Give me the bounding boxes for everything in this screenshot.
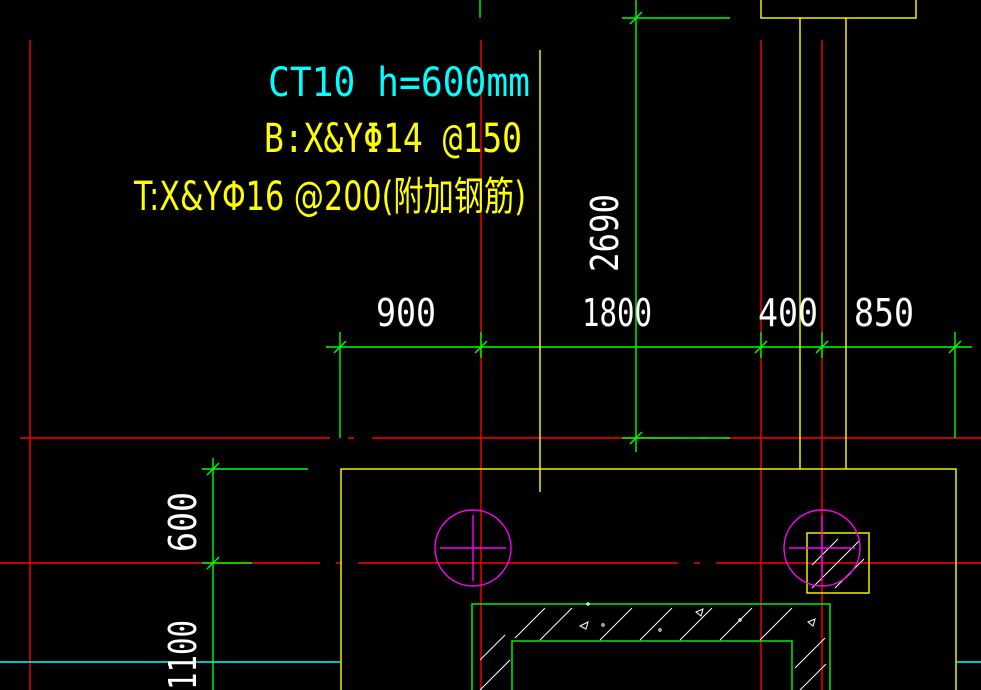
dimension-label: 1800 xyxy=(582,291,652,335)
cap-outlines xyxy=(340,0,957,690)
dimension-tick xyxy=(815,340,829,354)
bottom-rebar-note: B:X&YΦ14 @150 xyxy=(264,116,522,162)
pile-cap-outline xyxy=(340,468,957,690)
dimension-tick xyxy=(474,340,488,354)
dimension-tick xyxy=(206,462,220,476)
dimension-tick xyxy=(206,556,220,570)
column-section-outer xyxy=(471,603,831,690)
pile-circle xyxy=(783,509,861,587)
section-hatch xyxy=(479,602,827,690)
top-rebar-note: T:X&YΦ16 @200(附加钢筋) xyxy=(133,174,526,220)
dimension-label-vertical: 600 xyxy=(161,492,205,552)
dimension-tick xyxy=(333,340,347,354)
dimension-tick xyxy=(754,340,768,354)
dimension-tick xyxy=(948,340,962,354)
dimension-label: 850 xyxy=(854,291,914,335)
pile-circle xyxy=(434,509,512,587)
column-box xyxy=(806,532,870,594)
dimension-label-vertical: 2690 xyxy=(583,194,627,272)
dimension-lines xyxy=(202,0,972,690)
cap-title: CT10 h=600mm xyxy=(268,60,530,106)
dimension-label: 900 xyxy=(376,291,436,335)
wall-top-block xyxy=(760,0,917,19)
column-section-inner xyxy=(511,640,793,690)
axis-lines xyxy=(0,40,981,690)
dimension-tick xyxy=(629,11,643,25)
piles xyxy=(434,509,861,587)
dimension-label-vertical: 1100 xyxy=(161,620,205,690)
dimension-tick xyxy=(629,431,643,445)
dimension-label: 400 xyxy=(758,291,818,335)
